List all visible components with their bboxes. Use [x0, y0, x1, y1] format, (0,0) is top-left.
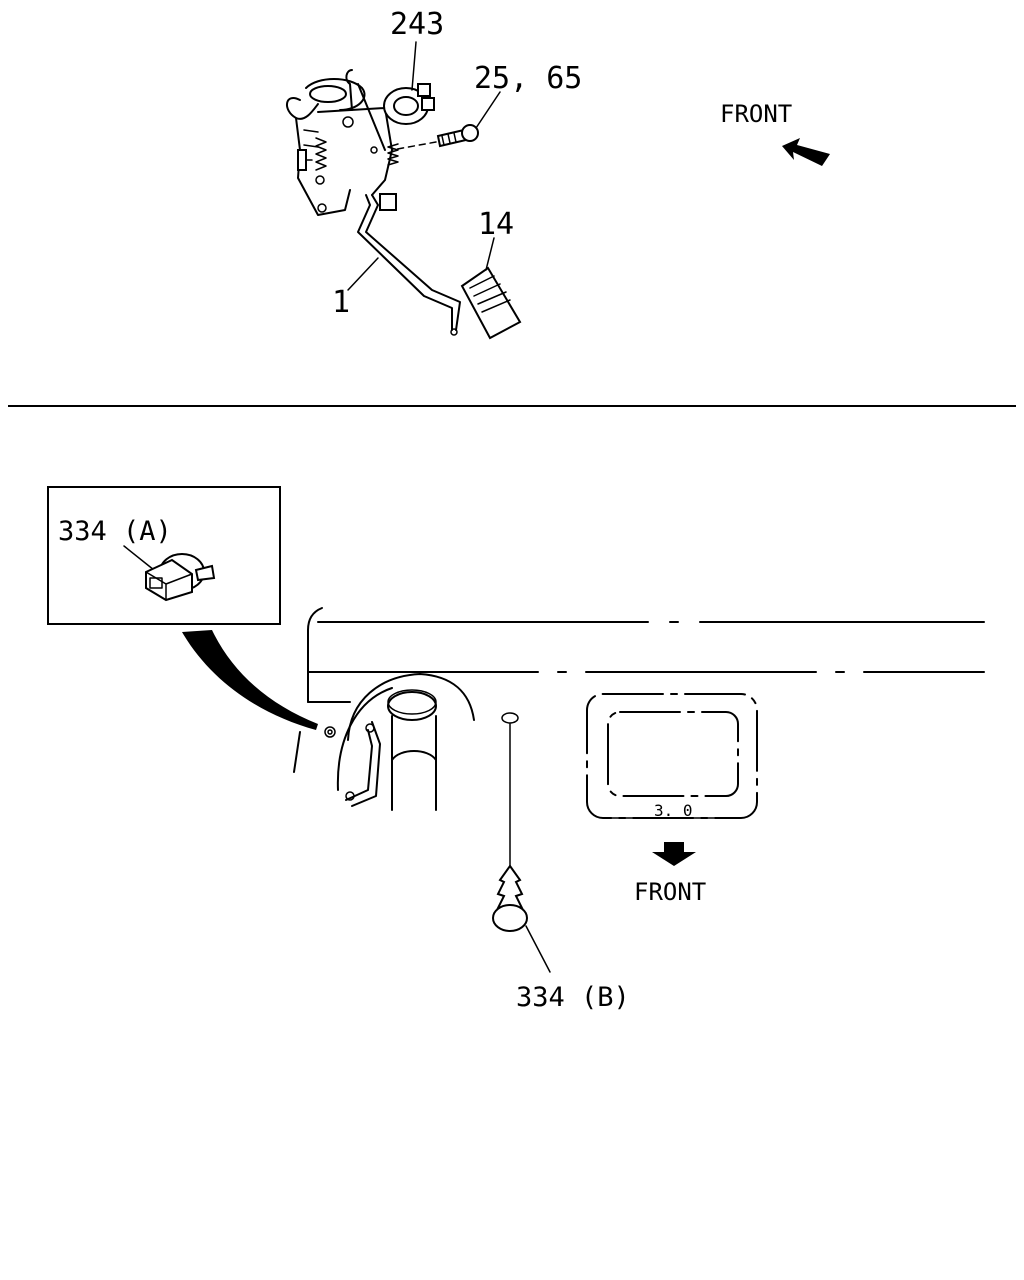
callout-25-65: 25, 65	[474, 61, 582, 96]
pedal-housing	[324, 673, 475, 811]
front-arrow-upper-icon	[782, 138, 830, 166]
front-label-lower: FRONT	[634, 878, 706, 906]
detail-inset: 334 (A)	[47, 486, 281, 625]
bolt	[391, 124, 479, 151]
leader-25-65	[475, 91, 501, 129]
front-label-upper: FRONT	[720, 100, 792, 128]
pedal-pad	[460, 266, 522, 340]
mat-dimension: 3. 0	[654, 801, 693, 820]
leader-243	[411, 41, 417, 91]
pedal-bracket	[286, 69, 399, 216]
upper-view: 243 25, 65 14 1 FRONT	[286, 7, 830, 340]
clip-334b: 334 (B)	[492, 712, 630, 1013]
floor-panel	[293, 607, 985, 773]
callout-334a: 334 (A)	[58, 516, 172, 547]
leader-14	[485, 237, 495, 271]
throttle-sensor	[383, 83, 435, 125]
callout-1: 1	[332, 285, 350, 320]
leader-1	[347, 257, 379, 291]
pedal-arm	[365, 194, 461, 331]
floor-mat: 3. 0	[586, 693, 758, 820]
callout-334b: 334 (B)	[516, 982, 630, 1013]
front-arrow-lower-icon	[652, 842, 696, 866]
callout-243: 243	[390, 7, 444, 42]
callout-14: 14	[478, 207, 514, 242]
detail-pointer-arrow	[182, 630, 318, 730]
lower-view: 334 (A)	[47, 486, 985, 1013]
